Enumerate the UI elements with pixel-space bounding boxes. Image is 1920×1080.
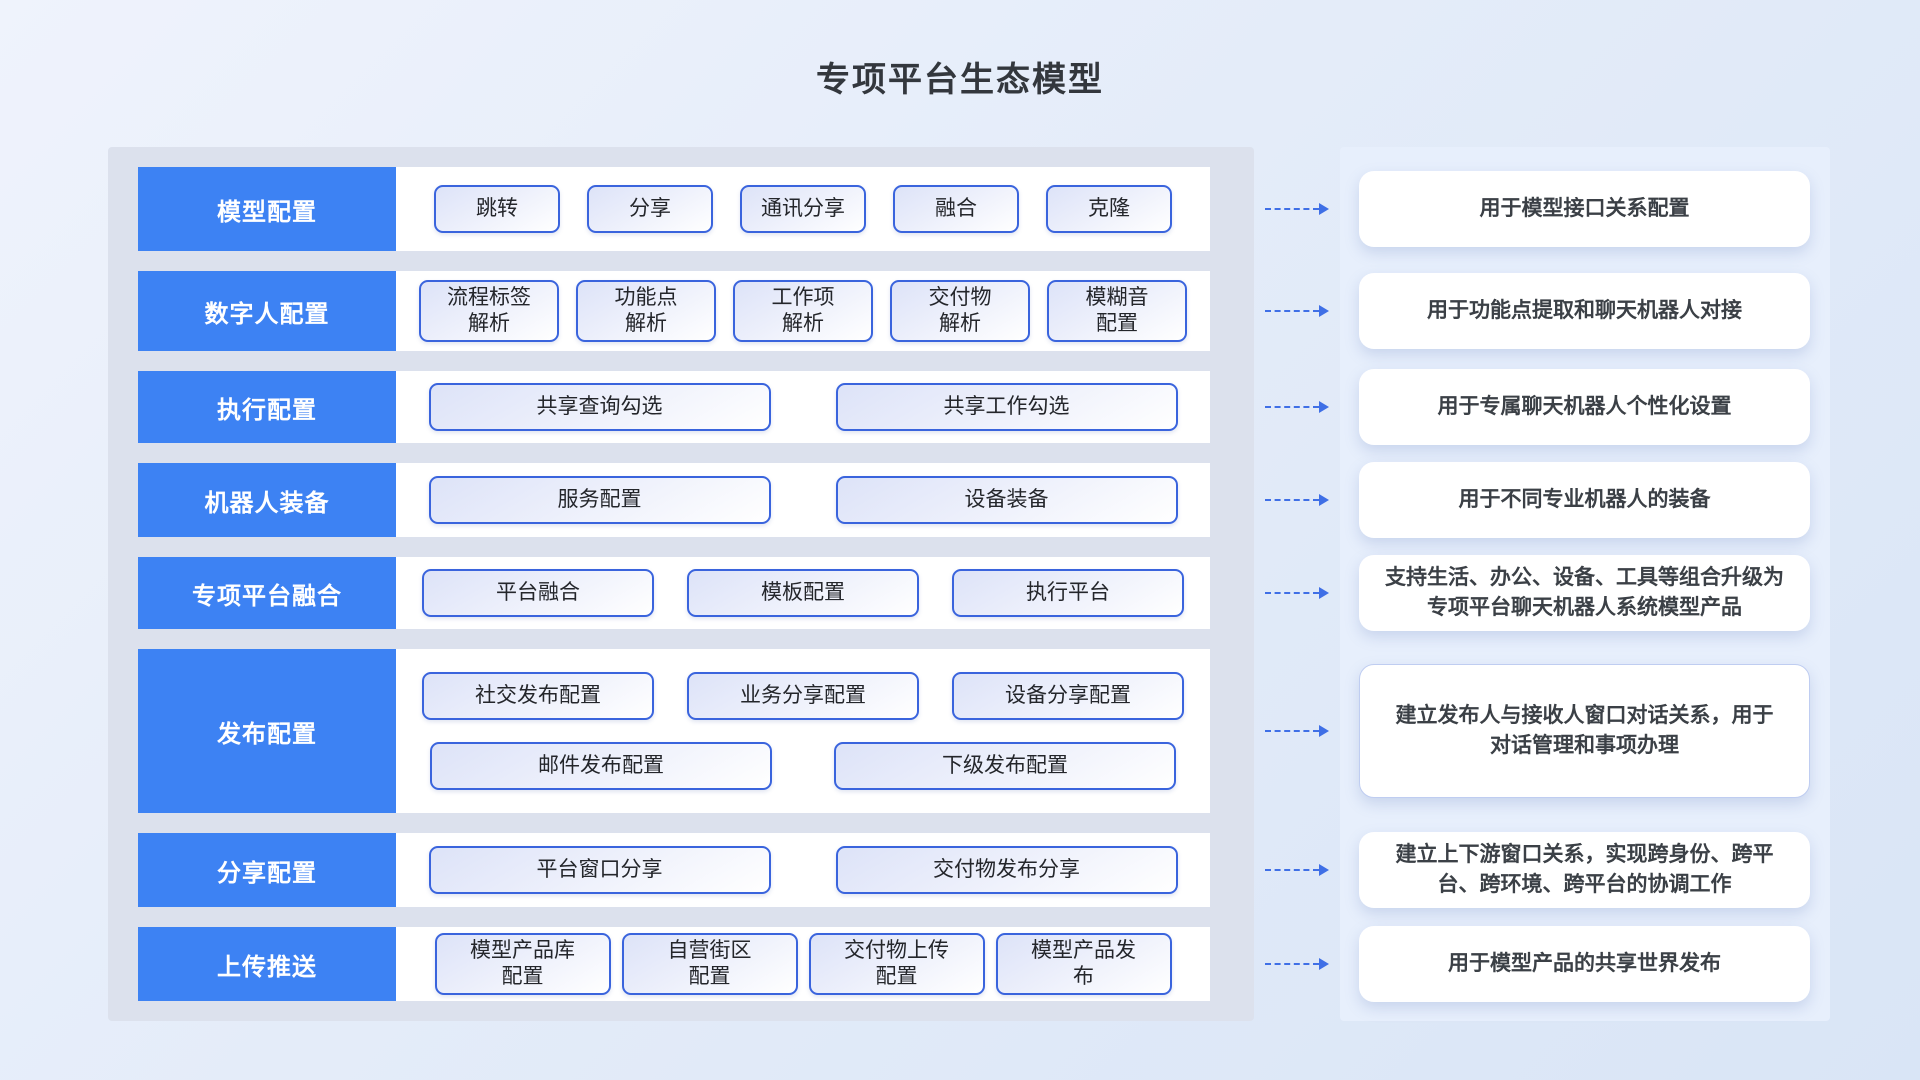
chip-strip: 模型产品库 配置 自营街区 配置 交付物上传 配置 模型产品发 布: [396, 927, 1210, 1001]
description-box: 建立上下游窗口关系，实现跨身份、跨平台、跨环境、跨平台的协调工作: [1359, 832, 1810, 908]
dashed-arrow-icon: [1210, 833, 1340, 907]
category-tag: 分享配置: [138, 833, 396, 907]
chip: 共享工作勾选: [835, 383, 1178, 431]
arrow-line: [1265, 499, 1319, 501]
chip-strip: 跳转 分享 通讯分享 融合 克隆: [396, 167, 1210, 251]
chip: 社交发布配置: [422, 672, 654, 720]
chip: 共享查询勾选: [428, 383, 771, 431]
chip: 下级发布配置: [834, 742, 1176, 790]
chip: 功能点 解析: [576, 280, 716, 342]
arrow-head: [1319, 203, 1329, 215]
dashed-arrow-icon: [1210, 167, 1340, 251]
description-box: 用于功能点提取和聊天机器人对接: [1359, 273, 1810, 349]
chip: 交付物上传 配置: [808, 933, 985, 995]
description-box: 支持生活、办公、设备、工具等组合升级为专项平台聊天机器人系统模型产品: [1359, 555, 1810, 631]
chip: 模板配置: [687, 569, 919, 617]
description-wrap: 用于功能点提取和聊天机器人对接: [1340, 271, 1830, 351]
chip: 服务配置: [428, 476, 771, 524]
diagram-row-robot-equipment: 机器人装备 服务配置 设备装备 用于不同专业机器人的装备: [108, 462, 1830, 538]
arrow-line: [1265, 963, 1319, 965]
description-wrap: 建立上下游窗口关系，实现跨身份、跨平台、跨环境、跨平台的协调工作: [1340, 832, 1830, 908]
category-tag: 上传推送: [138, 927, 396, 1001]
description-wrap: 用于不同专业机器人的装备: [1340, 462, 1830, 538]
chip: 分享: [587, 185, 713, 233]
chip: 执行平台: [952, 569, 1184, 617]
description-box: 用于模型产品的共享世界发布: [1359, 926, 1810, 1002]
diagram-row-digital-human-config: 数字人配置 流程标签 解析 功能点 解析 工作项 解析 交付物 解析 模糊音 配…: [108, 271, 1830, 351]
chip: 融合: [893, 185, 1019, 233]
chip: 设备分享配置: [952, 672, 1184, 720]
category-tag: 发布配置: [138, 649, 396, 813]
category-tag: 数字人配置: [138, 271, 396, 351]
dashed-arrow-icon: [1210, 649, 1340, 813]
category-tag: 专项平台融合: [138, 557, 396, 629]
arrow-head: [1319, 725, 1329, 737]
dashed-arrow-icon: [1210, 271, 1340, 351]
description-wrap: 支持生活、办公、设备、工具等组合升级为专项平台聊天机器人系统模型产品: [1340, 555, 1830, 631]
description-wrap: 用于专属聊天机器人个性化设置: [1340, 369, 1830, 445]
chip: 交付物 解析: [890, 280, 1030, 342]
chip: 模糊音 配置: [1047, 280, 1187, 342]
chip: 平台窗口分享: [428, 846, 771, 894]
category-tag: 执行配置: [138, 371, 396, 443]
chip-strip: 服务配置 设备装备: [396, 463, 1210, 537]
arrow-head: [1319, 494, 1329, 506]
arrow-head: [1319, 864, 1329, 876]
dashed-arrow-icon: [1210, 371, 1340, 443]
chip: 交付物发布分享: [835, 846, 1178, 894]
diagram-row-platform-fusion: 专项平台融合 平台融合 模板配置 执行平台 支持生活、办公、设备、工具等组合升级…: [108, 555, 1830, 631]
chip-strip: 社交发布配置 业务分享配置 设备分享配置 邮件发布配置 下级发布配置: [396, 649, 1210, 813]
arrow-line: [1265, 310, 1319, 312]
arrow-line: [1265, 592, 1319, 594]
arrow-line: [1265, 406, 1319, 408]
chip: 设备装备: [835, 476, 1178, 524]
diagram-row-model-config: 模型配置 跳转 分享 通讯分享 融合 克隆 用于模型接口关系配置: [108, 167, 1830, 251]
category-tag: 机器人装备: [138, 463, 396, 537]
diagram-row-share-config: 分享配置 平台窗口分享 交付物发布分享 建立上下游窗口关系，实现跨身份、跨平台、…: [108, 832, 1830, 908]
diagram: 模型配置 跳转 分享 通讯分享 融合 克隆 用于模型接口关系配置 数字人配置 流…: [108, 147, 1830, 1021]
chip: 模型产品发 布: [995, 933, 1172, 995]
chip: 克隆: [1046, 185, 1172, 233]
description-box: 用于不同专业机器人的装备: [1359, 462, 1810, 538]
description-wrap: 建立发布人与接收人窗口对话关系，用于对话管理和事项办理: [1340, 649, 1830, 813]
chip-strip: 共享查询勾选 共享工作勾选: [396, 371, 1210, 443]
arrow-head: [1319, 401, 1329, 413]
chip: 流程标签 解析: [419, 280, 559, 342]
chip: 业务分享配置: [687, 672, 919, 720]
dashed-arrow-icon: [1210, 463, 1340, 537]
chip-strip: 平台窗口分享 交付物发布分享: [396, 833, 1210, 907]
chip: 邮件发布配置: [430, 742, 772, 790]
arrow-head: [1319, 305, 1329, 317]
chip: 模型产品库 配置: [434, 933, 611, 995]
description-box: 用于专属聊天机器人个性化设置: [1359, 369, 1810, 445]
chip: 通讯分享: [740, 185, 866, 233]
arrow-line: [1265, 869, 1319, 871]
description-box: 用于模型接口关系配置: [1359, 171, 1810, 247]
arrow-head: [1319, 958, 1329, 970]
dashed-arrow-icon: [1210, 557, 1340, 629]
arrow-line: [1265, 730, 1319, 732]
category-tag: 模型配置: [138, 167, 396, 251]
dashed-arrow-icon: [1210, 927, 1340, 1001]
chip: 工作项 解析: [733, 280, 873, 342]
description-box: 建立发布人与接收人窗口对话关系，用于对话管理和事项办理: [1359, 664, 1810, 798]
arrow-line: [1265, 208, 1319, 210]
diagram-row-upload-push: 上传推送 模型产品库 配置 自营街区 配置 交付物上传 配置 模型产品发 布 用…: [108, 926, 1830, 1002]
chip-row: 邮件发布配置 下级发布配置: [430, 742, 1176, 790]
chip-strip: 平台融合 模板配置 执行平台: [396, 557, 1210, 629]
chip-strip: 流程标签 解析 功能点 解析 工作项 解析 交付物 解析 模糊音 配置: [396, 271, 1210, 351]
chip: 自营街区 配置: [621, 933, 798, 995]
page-title: 专项平台生态模型: [816, 61, 1104, 99]
description-wrap: 用于模型产品的共享世界发布: [1340, 926, 1830, 1002]
chip-row: 社交发布配置 业务分享配置 设备分享配置: [422, 672, 1184, 720]
chip: 平台融合: [422, 569, 654, 617]
diagram-row-publish-config: 发布配置 社交发布配置 业务分享配置 设备分享配置 邮件发布配置 下级发布配置 …: [108, 649, 1830, 813]
arrow-head: [1319, 587, 1329, 599]
description-wrap: 用于模型接口关系配置: [1340, 167, 1830, 251]
diagram-row-execution-config: 执行配置 共享查询勾选 共享工作勾选 用于专属聊天机器人个性化设置: [108, 369, 1830, 445]
chip: 跳转: [434, 185, 560, 233]
